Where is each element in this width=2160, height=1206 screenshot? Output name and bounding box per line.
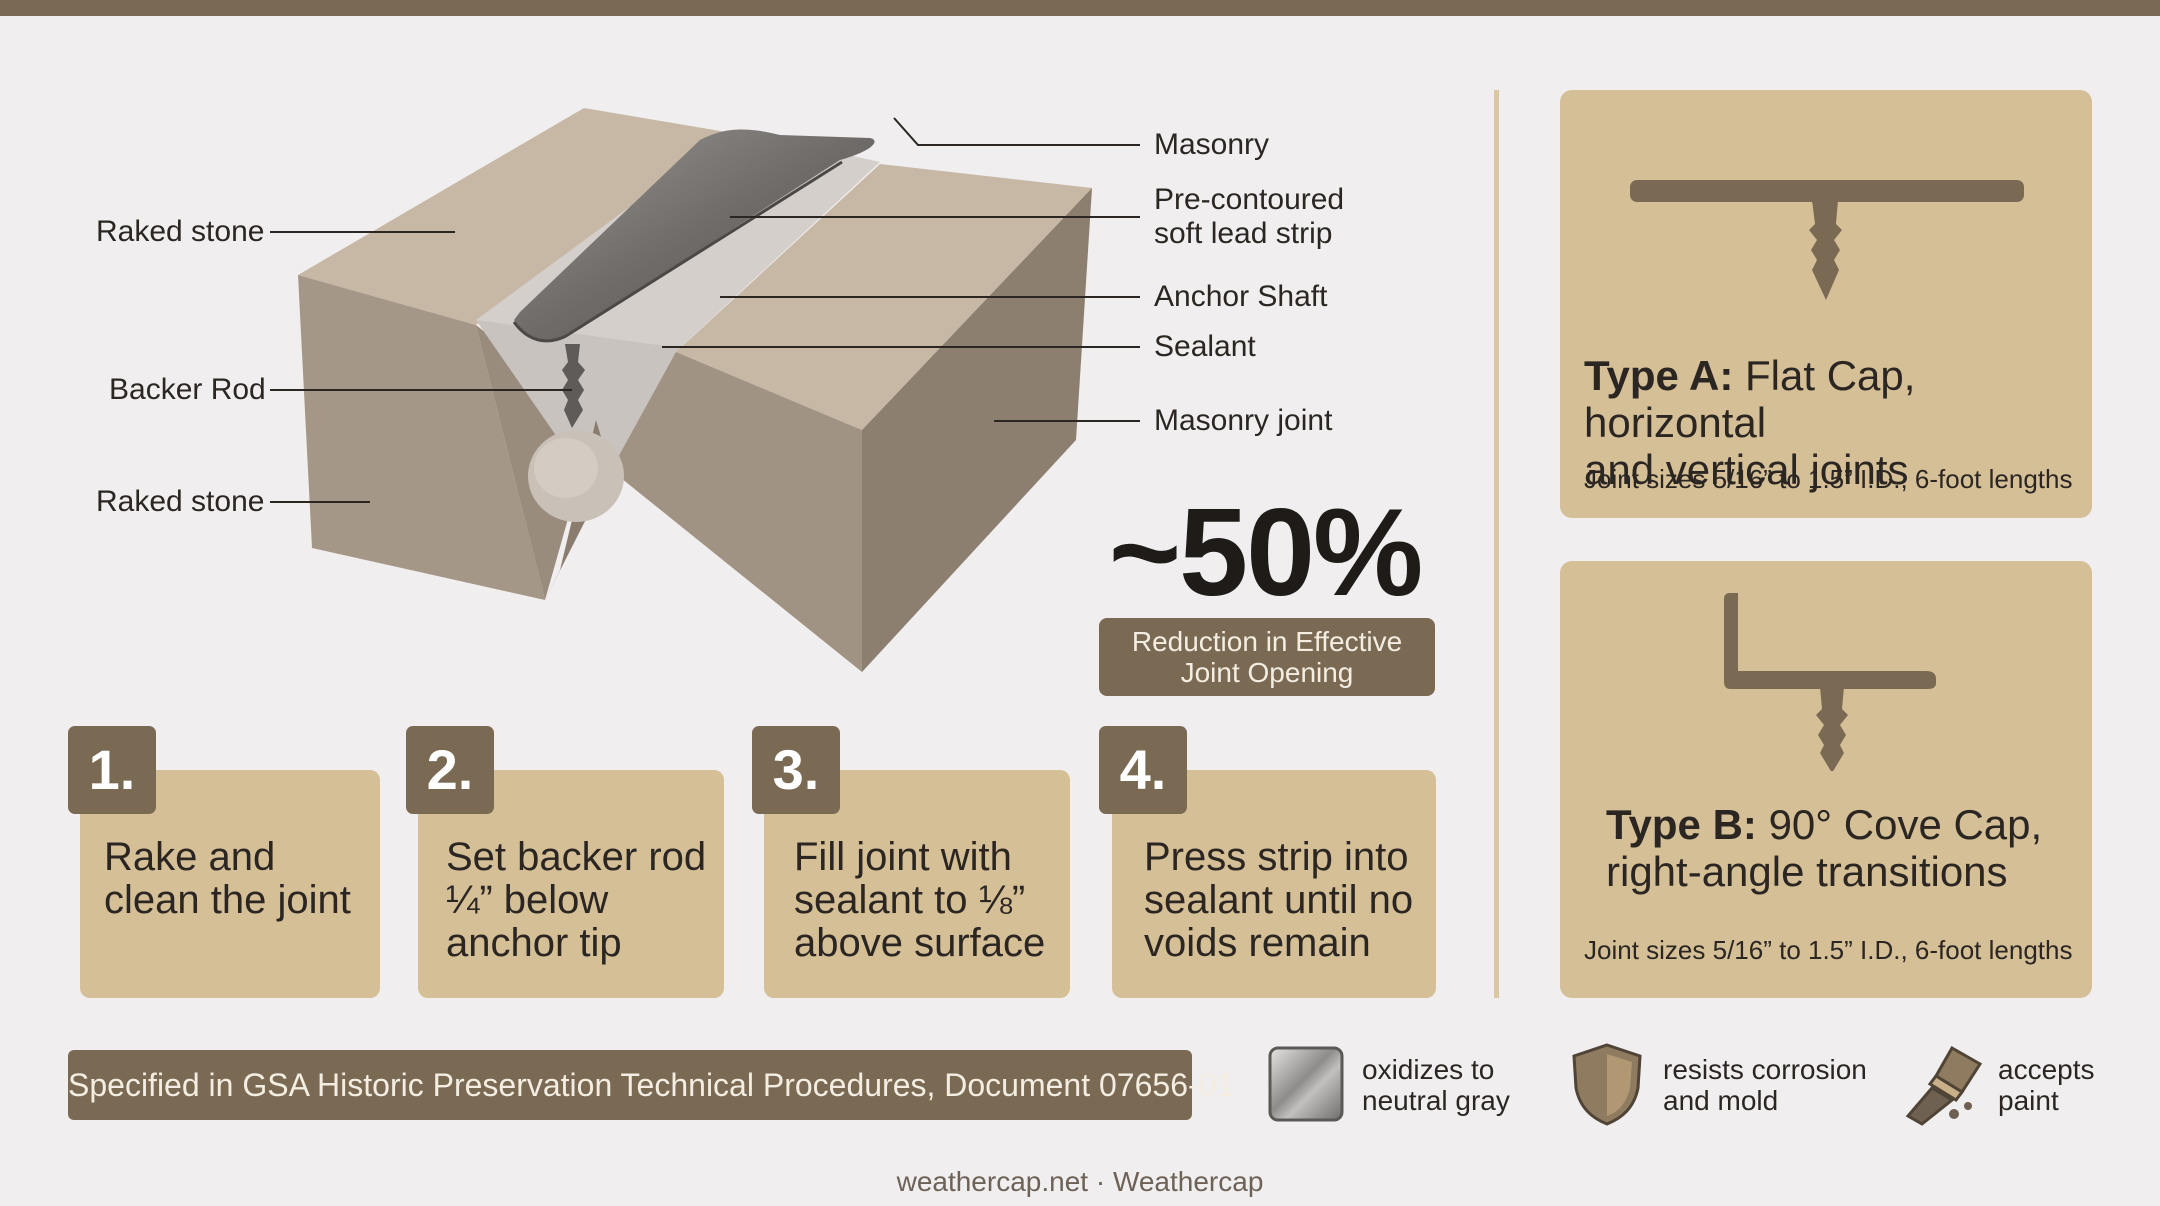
type-b-card: Type B: 90° Cove Cap, right-angle transi… [1560, 561, 2092, 998]
type-a-note: Joint sizes 5/16” to 1.5” I.D., 6-foot l… [1584, 464, 2073, 494]
label-lead-strip: Pre-contoured soft lead strip [1154, 183, 1345, 250]
anchor-shaft [562, 344, 585, 428]
step-number-2: 2. [406, 726, 494, 814]
step-text: Rake and clean the joint [104, 835, 351, 922]
feature-text-oxidizes: oxidizes to neutral gray [1362, 1054, 1510, 1116]
joint-cross-section-diagram [270, 108, 1140, 672]
spec-bar: Specified in GSA Historic Preservation T… [68, 1050, 1234, 1120]
step-number-4: 4. [1099, 726, 1187, 814]
label-sealant: Sealant [1154, 330, 1256, 363]
label-raked-stone-top: Raked stone [96, 215, 265, 248]
right-stone-front [611, 352, 862, 672]
type-a-title: Type A: Flat Cap, horizontal and vertica… [1584, 352, 1916, 493]
type-b-title: Type B: 90° Cove Cap, right-angle transi… [1606, 801, 2043, 895]
label-anchor-shaft: Anchor Shaft [1154, 280, 1328, 313]
footer: weathercap.net · Weathercap [896, 1166, 1264, 1197]
type-b-note: Joint sizes 5/16” to 1.5” I.D., 6-foot l… [1584, 935, 2073, 965]
paintbrush-icon [1905, 1045, 1983, 1126]
left-stone-front [298, 275, 545, 600]
top-bar [0, 0, 2160, 16]
step-text: Set backer rod ¼” below anchor tip [446, 835, 707, 965]
flat-cap-profile-icon [1630, 180, 2024, 300]
step-number-3: 3. [752, 726, 840, 814]
feature-text-paint: accepts paint [1998, 1054, 2095, 1116]
stat-label: Reduction in Effective Joint Opening [1099, 618, 1435, 696]
gray-metal-swatch-icon [1268, 1046, 1344, 1122]
stat-value: ~50% [1108, 484, 1424, 622]
lead-strip [514, 129, 875, 341]
label-backer-rod: Backer Rod [109, 373, 266, 406]
shield-icon [1572, 1043, 1642, 1126]
feature-text-resists: resists corrosion and mold [1663, 1054, 1867, 1116]
step-number-1: 1. [68, 726, 156, 814]
left-stone-top [298, 108, 732, 325]
divider [1494, 90, 1499, 998]
step-text: Press strip into sealant until no voids … [1144, 835, 1414, 965]
type-a-card: Type A: Flat Cap, horizontal and vertica… [1560, 90, 2092, 518]
label-raked-stone-bottom: Raked stone [96, 485, 265, 518]
label-masonry-joint: Masonry joint [1154, 404, 1333, 437]
cove-cap-profile-icon [1724, 593, 1936, 771]
step-text: Fill joint with sealant to ⅛” above surf… [794, 835, 1046, 965]
step-card-2: Set backer rod ¼” below anchor tip [418, 770, 724, 998]
right-stone-side [862, 188, 1092, 672]
label-masonry: Masonry [1154, 128, 1270, 161]
